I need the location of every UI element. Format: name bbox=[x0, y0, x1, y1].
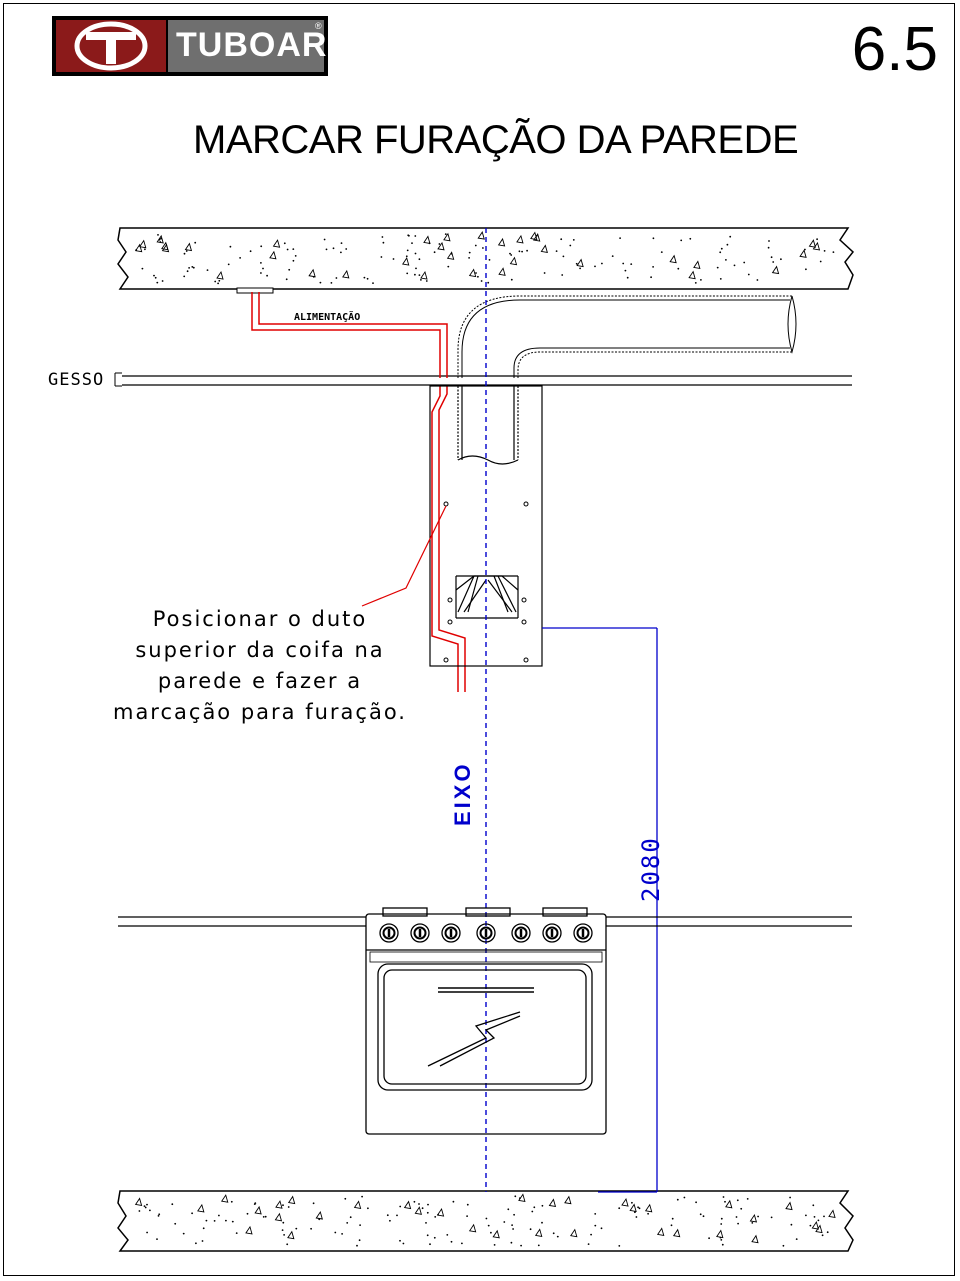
concrete-texture bbox=[134, 1193, 836, 1247]
plaster-ceiling bbox=[114, 372, 852, 387]
concrete-slab-bottom bbox=[117, 1190, 854, 1252]
instruction-line: parede e fazer a bbox=[157, 669, 363, 693]
stove-knob bbox=[573, 923, 593, 943]
stove-knob bbox=[379, 923, 399, 943]
stove-knob bbox=[511, 923, 531, 943]
brand-logo: TUBOAR ® bbox=[52, 16, 328, 76]
concrete-texture bbox=[134, 231, 835, 285]
height-dimension bbox=[542, 627, 658, 1193]
height-value: 2080 bbox=[637, 836, 665, 902]
stove-knob bbox=[542, 923, 562, 943]
instruction-line: superior da coifa na bbox=[135, 638, 385, 662]
junction-box bbox=[236, 287, 274, 294]
pointer-leader bbox=[361, 505, 447, 607]
page-border bbox=[3, 3, 955, 1276]
mounting-screws bbox=[443, 501, 529, 663]
stove-knob bbox=[441, 923, 461, 943]
page-title: MARCAR FURAÇÃO DA PAREDE bbox=[193, 118, 799, 162]
flexible-duct bbox=[457, 295, 797, 378]
logo-wordmark-bg bbox=[168, 20, 324, 72]
stove bbox=[365, 907, 607, 1135]
section-number: 6.5 bbox=[851, 15, 938, 84]
countertop bbox=[118, 916, 852, 927]
stove-knob bbox=[410, 923, 430, 943]
ceiling-label: GESSO bbox=[48, 370, 104, 390]
instruction-line: Posicionar o duto bbox=[152, 607, 368, 631]
brand-name: TUBOAR bbox=[176, 26, 328, 64]
logo-t-icon bbox=[74, 21, 148, 71]
logo-emblem bbox=[56, 20, 166, 72]
stove-knobs bbox=[379, 923, 593, 943]
instruction-text: Posicionar o duto superior da coifa na p… bbox=[110, 604, 410, 728]
registered-mark: ® bbox=[315, 21, 322, 31]
stove-knob bbox=[476, 923, 496, 943]
power-supply-label: ALIMENTAÇÃO bbox=[294, 310, 360, 323]
axis-label: EIXO bbox=[450, 761, 475, 826]
instruction-line: marcação para furação. bbox=[112, 700, 407, 724]
